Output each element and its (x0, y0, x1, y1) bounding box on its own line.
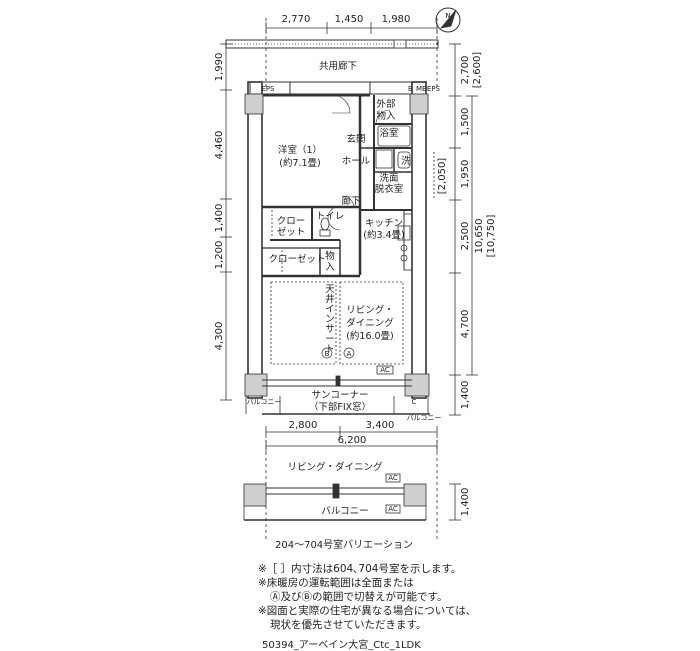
label-closet2: クローゼット (268, 253, 325, 265)
variation-caption: 204〜704号室バリエーション (275, 538, 413, 551)
note-5: 現状を優先させていただきます。 (270, 619, 427, 631)
dim-top-2: 1,450 (335, 14, 364, 25)
label-sun-corner-2: （下部FIX窓） (309, 401, 371, 413)
svg-text:天: 天 (325, 284, 335, 295)
dim-top-1: 2,770 (282, 14, 311, 25)
variation-ac-1: AC (388, 474, 398, 482)
label-sun-corner-1: サンコーナー (311, 390, 368, 401)
label-ac: AC (380, 366, 390, 374)
note-4: ※図面と実際の住宅が異なる場合については、 (258, 605, 477, 617)
svg-text:イ: イ (325, 304, 335, 315)
label-b: B (408, 85, 413, 93)
dim-left-1: 1,990 (214, 53, 225, 82)
label-corridor: 共用廊下 (319, 60, 357, 72)
mark-b: B (325, 350, 330, 358)
label-storage-2: 入 (325, 262, 335, 273)
note-2: ※床暖房の運転範囲は全面または (258, 577, 414, 589)
label-eps: EPS (261, 85, 275, 93)
label-washroom-2: 脱衣室 (375, 183, 404, 195)
mark-a: A (347, 350, 352, 358)
label-living-2: ダイニング (346, 317, 394, 329)
label-hallway: 廊下 (341, 195, 360, 207)
label-living-1: リビング・ (346, 304, 394, 316)
label-sink: 洗 (401, 155, 411, 167)
label-hall: ホール (342, 156, 371, 167)
svg-text:ー: ー (325, 334, 335, 345)
dim-right-2: [2,600] (472, 52, 483, 89)
dim-right-9: 4,700 (460, 310, 471, 339)
label-c: C (412, 398, 417, 406)
dim-right-10: 1,400 (460, 381, 471, 410)
dim-bottom-2: 3,400 (366, 420, 395, 431)
footer-code: 50394_アーベイン大宮_Ctc_1LDK (262, 640, 421, 651)
svg-text:サ: サ (325, 324, 335, 335)
floor-plan: 2,770 1,450 1,980 1,990 4,460 1,400 1,20… (214, 7, 497, 551)
dim-variation: 1,400 (460, 488, 471, 517)
variation-ac-2: AC (388, 505, 398, 513)
label-outside-storage-2: 物入 (376, 110, 396, 122)
label-western-room-1: 洋室（1） (278, 144, 322, 156)
dim-right-8: [10,750] (486, 215, 497, 258)
label-bath: 浴室 (379, 127, 398, 139)
label-closet1-2: ゼット (277, 226, 306, 238)
label-western-room-2: (約7.1畳) (279, 157, 321, 169)
dim-top-3: 1,980 (382, 14, 411, 25)
dim-left-5: 4,300 (214, 322, 225, 351)
label-kitchen-1: キッチン (365, 218, 403, 229)
label-living-3: (約16.0畳) (346, 330, 394, 342)
svg-text:井: 井 (325, 293, 335, 305)
dim-left-4: 1,200 (214, 241, 225, 270)
label-washroom-1: 洗面 (379, 172, 398, 184)
dim-right-3: 1,500 (460, 108, 471, 137)
label-entrance: 玄関 (346, 133, 365, 145)
svg-text:ン: ン (325, 314, 335, 325)
dim-bottom-1: 2,800 (289, 420, 318, 431)
label-outside-storage-1: 外部 (376, 98, 395, 110)
dim-right-5: [2,050] (437, 158, 448, 195)
note-1: ※［ ］内寸法は604､704号室を示します。 (258, 563, 462, 575)
label-mbeps: MBEPS (416, 85, 440, 93)
dim-bottom-total: 6,200 (338, 435, 367, 446)
dim-left-3: 1,400 (214, 204, 225, 233)
dim-right-1: 2,700 (460, 56, 471, 85)
dimension-labels: 2,770 1,450 1,980 1,990 4,460 1,400 1,20… (214, 14, 497, 516)
label-toilet: トイレ (316, 211, 345, 222)
dim-right-6: 2,500 (460, 222, 471, 251)
dim-right-7: 10,650 (474, 219, 485, 254)
svg-text:ト: ト (325, 344, 335, 355)
dim-left-2: 4,460 (214, 131, 225, 160)
label-balcony-left: バルコニー (247, 398, 282, 406)
label-balcony-right: バルコニー (407, 414, 442, 422)
compass-label: N (445, 12, 450, 20)
dim-right-4: 1,950 (460, 160, 471, 189)
label-closet1-1: クロー (277, 216, 306, 227)
variation-balcony: バルコニー (321, 506, 368, 517)
note-3: Ⓐ及びⒷの範囲で切替えが可能です。 (270, 591, 448, 603)
variation-living: リビング・ダイニング (287, 461, 383, 473)
label-kitchen-2: (約3.4畳) (363, 229, 405, 241)
label-storage-1: 物 (325, 250, 335, 262)
label-ceiling-insert: 天 井 イ ン サ ー ト (325, 284, 335, 355)
